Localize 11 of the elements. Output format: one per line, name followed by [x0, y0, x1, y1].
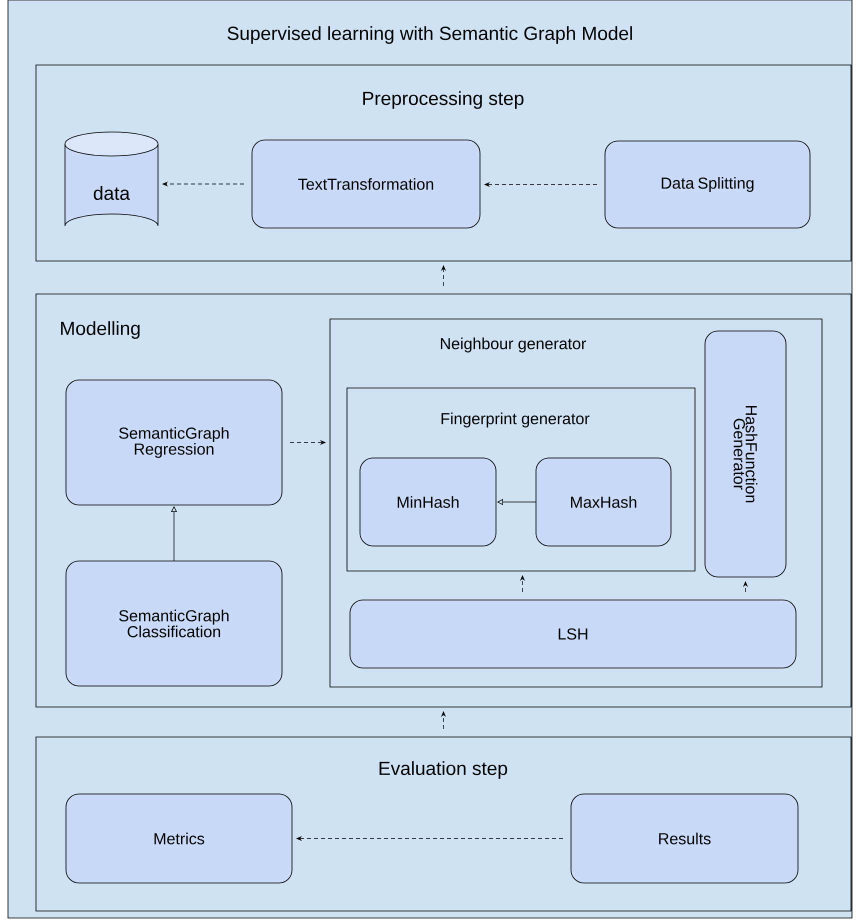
process-box: HashFunction Generator: [704, 330, 786, 578]
process-box: Data Splitting: [604, 140, 810, 228]
process-box: Metrics: [66, 794, 292, 884]
process-box: MaxHash: [536, 458, 672, 546]
process-box: MinHash: [360, 458, 496, 546]
process-box: LSH: [350, 600, 796, 668]
diagram-title: Supervised learning with Semantic Graph Model: [228, 26, 632, 44]
process-box: SemanticGraph Classification: [66, 560, 282, 686]
process-box: TextTransformation: [252, 140, 480, 228]
process-box: Results: [570, 794, 798, 884]
process-box: SemanticGraph Regression: [66, 380, 282, 506]
